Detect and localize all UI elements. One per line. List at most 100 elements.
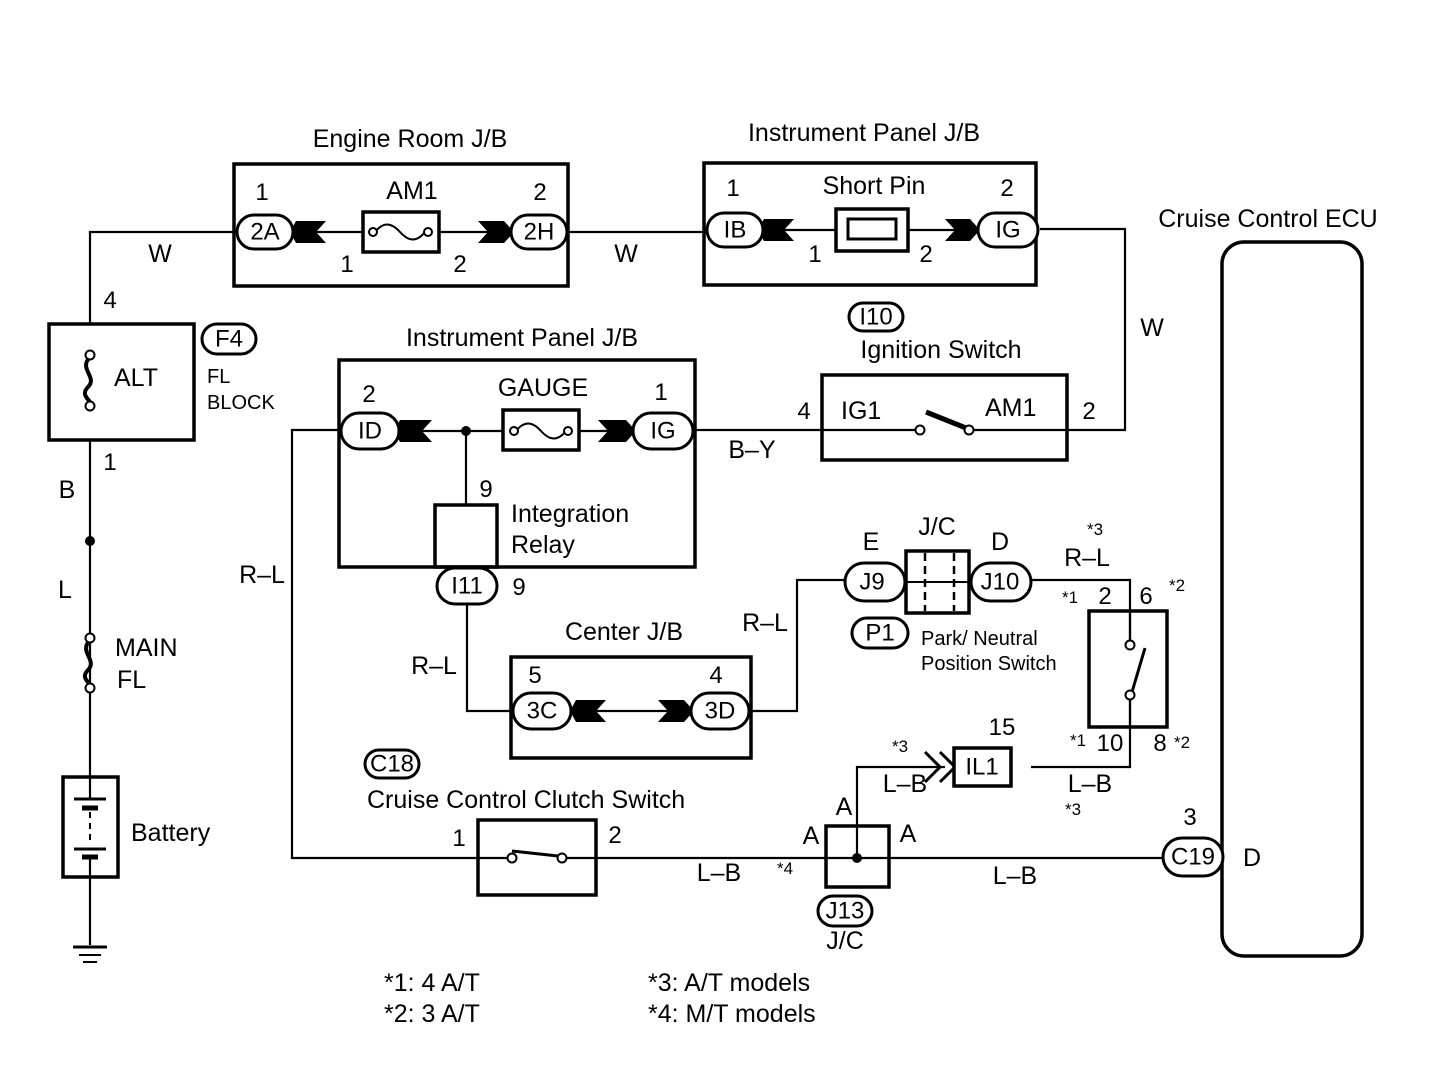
block-label: BLOCK [207, 392, 275, 414]
wire-rl-i11-3c [465, 605, 513, 713]
connector-label: ID [358, 418, 382, 445]
connector-label: J9 [859, 569, 884, 596]
wire-color-label: L–B [883, 770, 927, 798]
connector-label: IG [650, 418, 675, 445]
ip-jb-top-title: Instrument Panel J/B [748, 119, 980, 147]
pin-label: 6 [1139, 583, 1152, 610]
park-neutral-position-switch: P1 Park/ Neutral Position Switch *3 R–L … [850, 520, 1190, 757]
pin-label: 9 [479, 476, 492, 503]
pin-label: 1 [255, 179, 268, 206]
connector-IG-top [976, 211, 1040, 249]
footnote-marker: *1 [1062, 588, 1078, 607]
fuse-terminal [368, 227, 378, 237]
short-pin-icon [846, 217, 898, 241]
pin-label: 2 [1082, 398, 1095, 425]
battery: Battery [61, 775, 211, 879]
pin-label: 1 [808, 241, 821, 268]
fusible-link-icon [82, 355, 94, 409]
footnote-marker: *1 [1070, 731, 1086, 750]
pin-label: 1 [340, 251, 353, 278]
terminal-label: D [991, 528, 1009, 556]
fl-label: FL [117, 666, 146, 694]
pin-label: 1 [452, 825, 465, 852]
footnotes: *1: 4 A/T *2: 3 A/T *3: A/T models *4: M… [384, 969, 816, 1028]
connector-label: C19 [1171, 844, 1215, 871]
relay-label: Relay [511, 531, 575, 559]
am1-fuse-label: AM1 [386, 177, 437, 205]
ignition-switch-title: Ignition Switch [860, 336, 1021, 364]
terminal-label: IG1 [841, 397, 881, 425]
pin-label: 2 [453, 251, 466, 278]
il1-connector: 15 IL1 *3 L–B L–B *3 [883, 714, 1112, 819]
pin-label: 2 [533, 179, 546, 206]
pin-label: 2 [362, 381, 375, 408]
connector-label: F4 [215, 326, 243, 353]
footnote-marker: *2 [1174, 733, 1190, 752]
connector-IB [705, 211, 765, 249]
ecu-box [1220, 240, 1364, 958]
fuse-terminal [509, 426, 519, 436]
connector-J13 [816, 894, 874, 928]
footnote-marker: *3 [1065, 800, 1081, 819]
alt-label: ALT [114, 364, 158, 392]
cruise-control-clutch-switch: C18 Cruise Control Clutch Switch 1 2 [363, 748, 685, 897]
connector-3D [689, 691, 751, 731]
clutch-switch-title: Cruise Control Clutch Switch [367, 786, 685, 814]
footnote-marker: *3 [1087, 520, 1103, 539]
junction-dot [85, 536, 95, 546]
connector-label: J10 [981, 569, 1020, 596]
wire-color-label: L–B [1068, 770, 1112, 798]
gauge-fuse-label: GAUGE [498, 374, 588, 402]
pin-label: 4 [103, 287, 116, 314]
junction-connector-j13: A A A J13 J/C [803, 793, 917, 955]
fuse-terminal [563, 426, 573, 436]
pin-label: 8 [1153, 730, 1166, 757]
pin-label: 1 [726, 175, 739, 202]
fuse-terminal [84, 400, 96, 412]
terminal-label: AM1 [985, 394, 1036, 422]
ground-icon [73, 945, 107, 963]
switch-terminal [556, 852, 568, 864]
pin-label: 4 [797, 398, 810, 425]
footnote: *4: M/T models [648, 1000, 816, 1028]
fl-block: 4 ALT F4 FL BLOCK 1 [47, 287, 275, 476]
jc-title: J/C [918, 513, 956, 541]
fuse-icon [515, 422, 567, 440]
connector-F4 [200, 322, 258, 356]
fl-label: FL [207, 366, 230, 388]
wire-w-fl-to-2A [88, 230, 237, 323]
instrument-panel-jb-mid: Instrument Panel J/B 2 1 GAUGE ID IG 9 I… [337, 324, 697, 606]
connector-arrow-icon [758, 219, 794, 241]
footnote-marker: *2 [1169, 576, 1185, 595]
fuse-icon [374, 223, 426, 241]
connector-arrow-icon [923, 750, 943, 784]
center-jb-box [509, 655, 753, 760]
wire-color-label: R–L [411, 652, 457, 680]
switch-terminal [914, 424, 926, 436]
wire-color-label: R–L [239, 561, 285, 589]
wire-color-label: L–B [697, 859, 741, 887]
junction-connector-upper: J/C E D J9 J10 [843, 513, 1033, 615]
pn-switch-box [1087, 609, 1169, 729]
fuse-terminal [84, 682, 96, 694]
main-label: MAIN [115, 634, 178, 662]
connector-ID [339, 411, 401, 451]
wire-color-label: B–Y [728, 436, 776, 464]
connector-3C [511, 691, 573, 731]
cruise-control-ecu: Cruise Control ECU D 3 C19 [1158, 205, 1378, 958]
wire-color-label: L–B [993, 862, 1037, 890]
fuse-terminal [84, 349, 96, 361]
connector-label: IG [995, 217, 1020, 244]
fl-block-box [47, 322, 196, 442]
pin-label: 4 [709, 662, 722, 689]
engine-room-jb: Engine Room J/B 1 2 AM1 1 2 2A 2H [232, 125, 570, 288]
center-jb-title: Center J/B [565, 618, 683, 646]
pin-label: 9 [512, 574, 525, 601]
connector-arrow-icon [598, 420, 636, 442]
pin-label: 2 [1098, 583, 1111, 610]
pin-label: 10 [1097, 730, 1124, 757]
connector-arrow-icon [658, 700, 694, 722]
pn-switch-label: Park/ Neutral [921, 628, 1038, 650]
connector-label: 2H [524, 219, 555, 246]
